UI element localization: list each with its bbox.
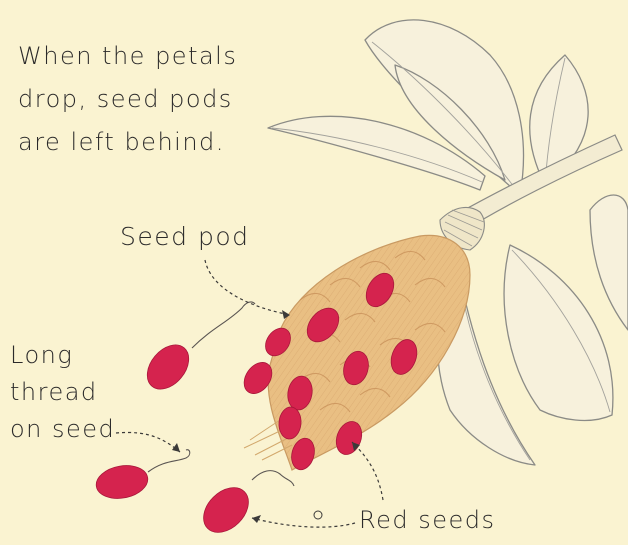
thread-label-line: Long [10,343,115,380]
leaf-right [590,195,628,330]
thread-label: Long thread on seed [10,343,115,454]
thread-label-line: thread [10,380,115,417]
seed-pod-label: Seed pod [120,224,249,249]
loose-seed [94,462,151,503]
thread-pointer [116,432,180,452]
intro-caption-line: are left behind. [18,130,237,173]
red-seeds-pointer-upper [352,442,383,500]
loose-seed [139,337,197,397]
intro-caption-line: When the petals [18,44,237,87]
intro-caption: When the petals drop, seed pods are left… [18,44,237,173]
red-seeds-pointer-lower [252,518,355,527]
leaf-lower-right [504,245,613,420]
loose-seed [195,479,257,541]
thread-label-line: on seed [10,417,115,454]
intro-caption-line: drop, seed pods [18,87,237,130]
red-seeds-label: Red seeds [359,508,496,532]
seed-pod-pointer [205,260,290,315]
